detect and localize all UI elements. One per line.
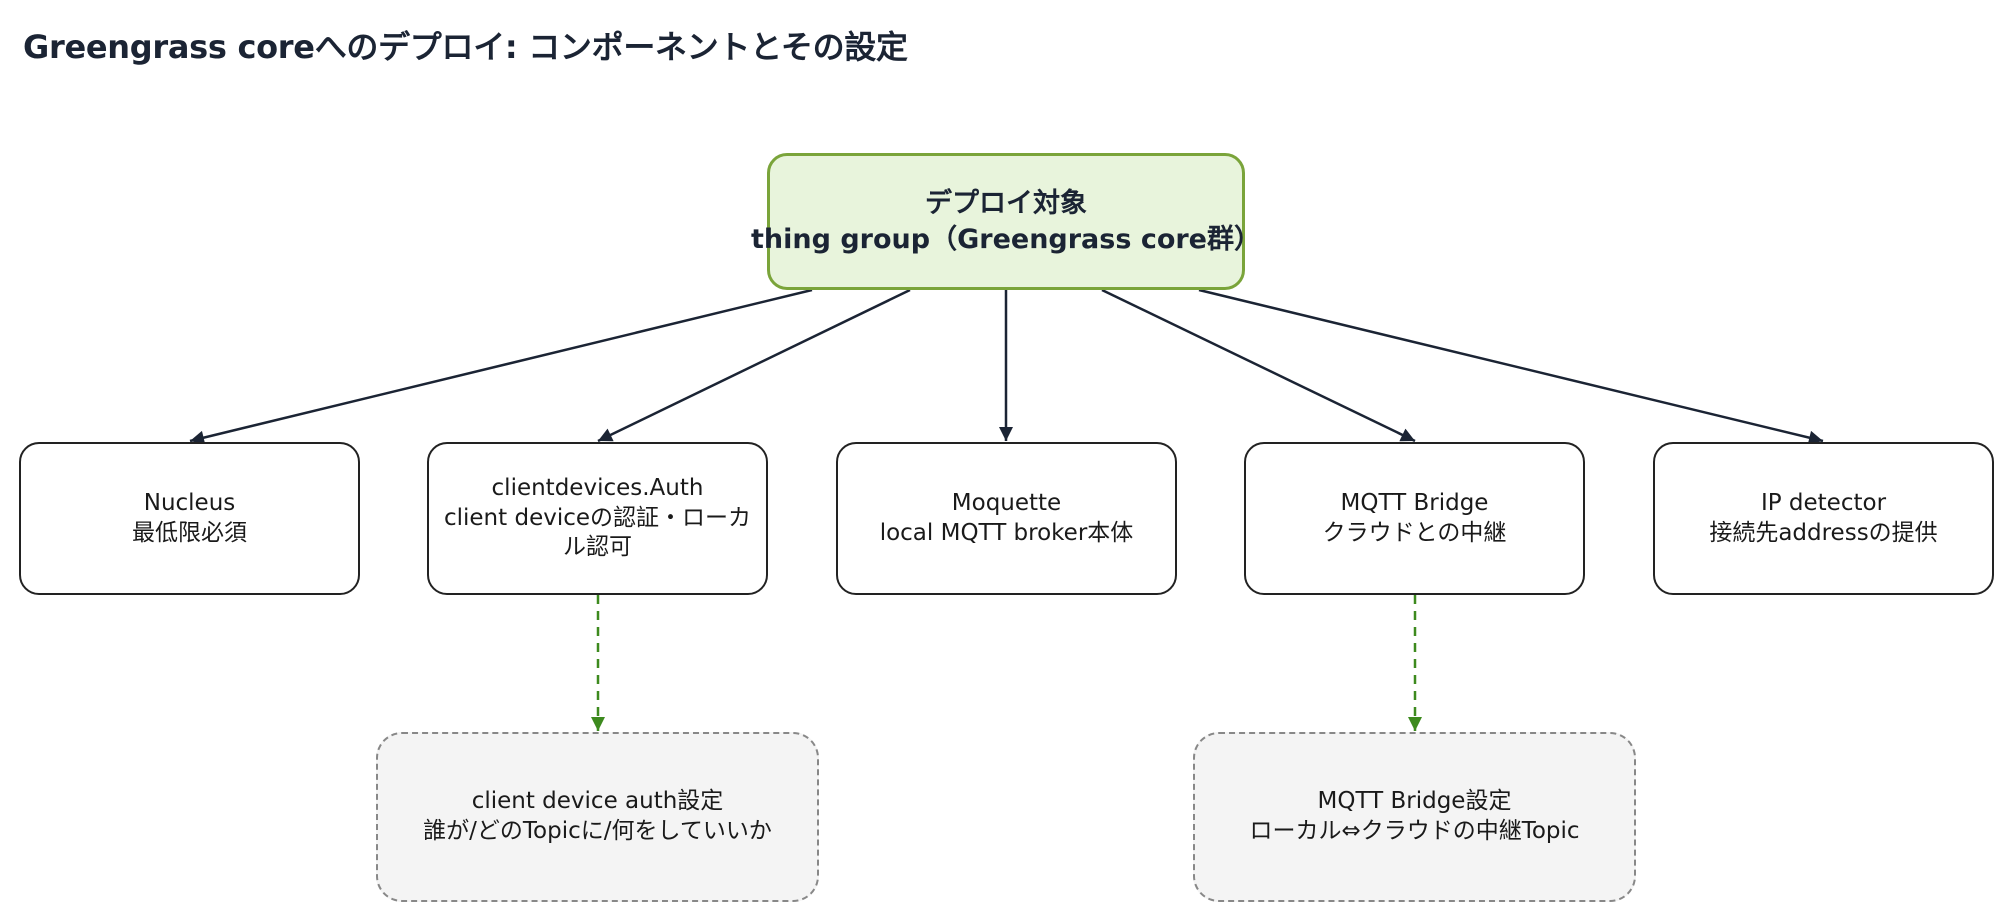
component-description: client deviceの認証・ローカル認可 — [443, 504, 752, 561]
component-description: 最低限必須 — [132, 519, 247, 546]
edge-root-to-ip-detector — [1198, 288, 1824, 445]
edge-root-to-nucleus — [189, 288, 813, 445]
deploy-target-label: デプロイ対象 — [925, 188, 1087, 220]
component-description: クラウドとの中継 — [1322, 519, 1507, 546]
config-description: ローカル⇔クラウドの中継Topic — [1249, 818, 1580, 844]
component-description: 接続先addressの提供 — [1709, 519, 1938, 546]
component-mqtt-bridge: MQTT Bridge クラウドとの中継 — [1244, 442, 1585, 595]
component-name: clientdevices.Auth — [491, 474, 704, 501]
deploy-target-node: デプロイ対象 thing group（Greengrass core群） — [751, 153, 1261, 290]
component-clientdevices-auth: clientdevices.Auth client deviceの認証・ローカル… — [427, 442, 768, 595]
edge-root-to-clientdevices-auth — [597, 288, 911, 443]
component-name: MQTT Bridge — [1340, 489, 1489, 516]
page-title: Greengrass coreへのデプロイ: コンポーネントとその設定 — [23, 28, 908, 66]
config-description: 誰が/どのTopicに/何をしていいか — [423, 818, 772, 844]
edge-root-to-mqtt-bridge — [1101, 288, 1416, 443]
component-nucleus: Nucleus 最低限必須 — [19, 442, 360, 595]
component-ip-detector: IP detector 接続先addressの提供 — [1653, 442, 1994, 595]
config-mqtt-bridge: MQTT Bridge設定 ローカル⇔クラウドの中継Topic — [1193, 732, 1636, 902]
component-name: IP detector — [1760, 489, 1887, 516]
component-name: Nucleus — [143, 489, 236, 516]
deploy-target-thing-group: thing group（Greengrass core群） — [751, 223, 1261, 255]
config-name: client device auth設定 — [471, 788, 724, 815]
component-name: Moquette — [951, 489, 1062, 516]
component-moquette: Moquette local MQTT broker本体 — [836, 442, 1177, 595]
config-client-device-auth: client device auth設定 誰が/どのTopicに/何をしていいか — [376, 732, 819, 902]
config-name: MQTT Bridge設定 — [1317, 788, 1512, 815]
component-description: local MQTT broker本体 — [879, 519, 1134, 546]
